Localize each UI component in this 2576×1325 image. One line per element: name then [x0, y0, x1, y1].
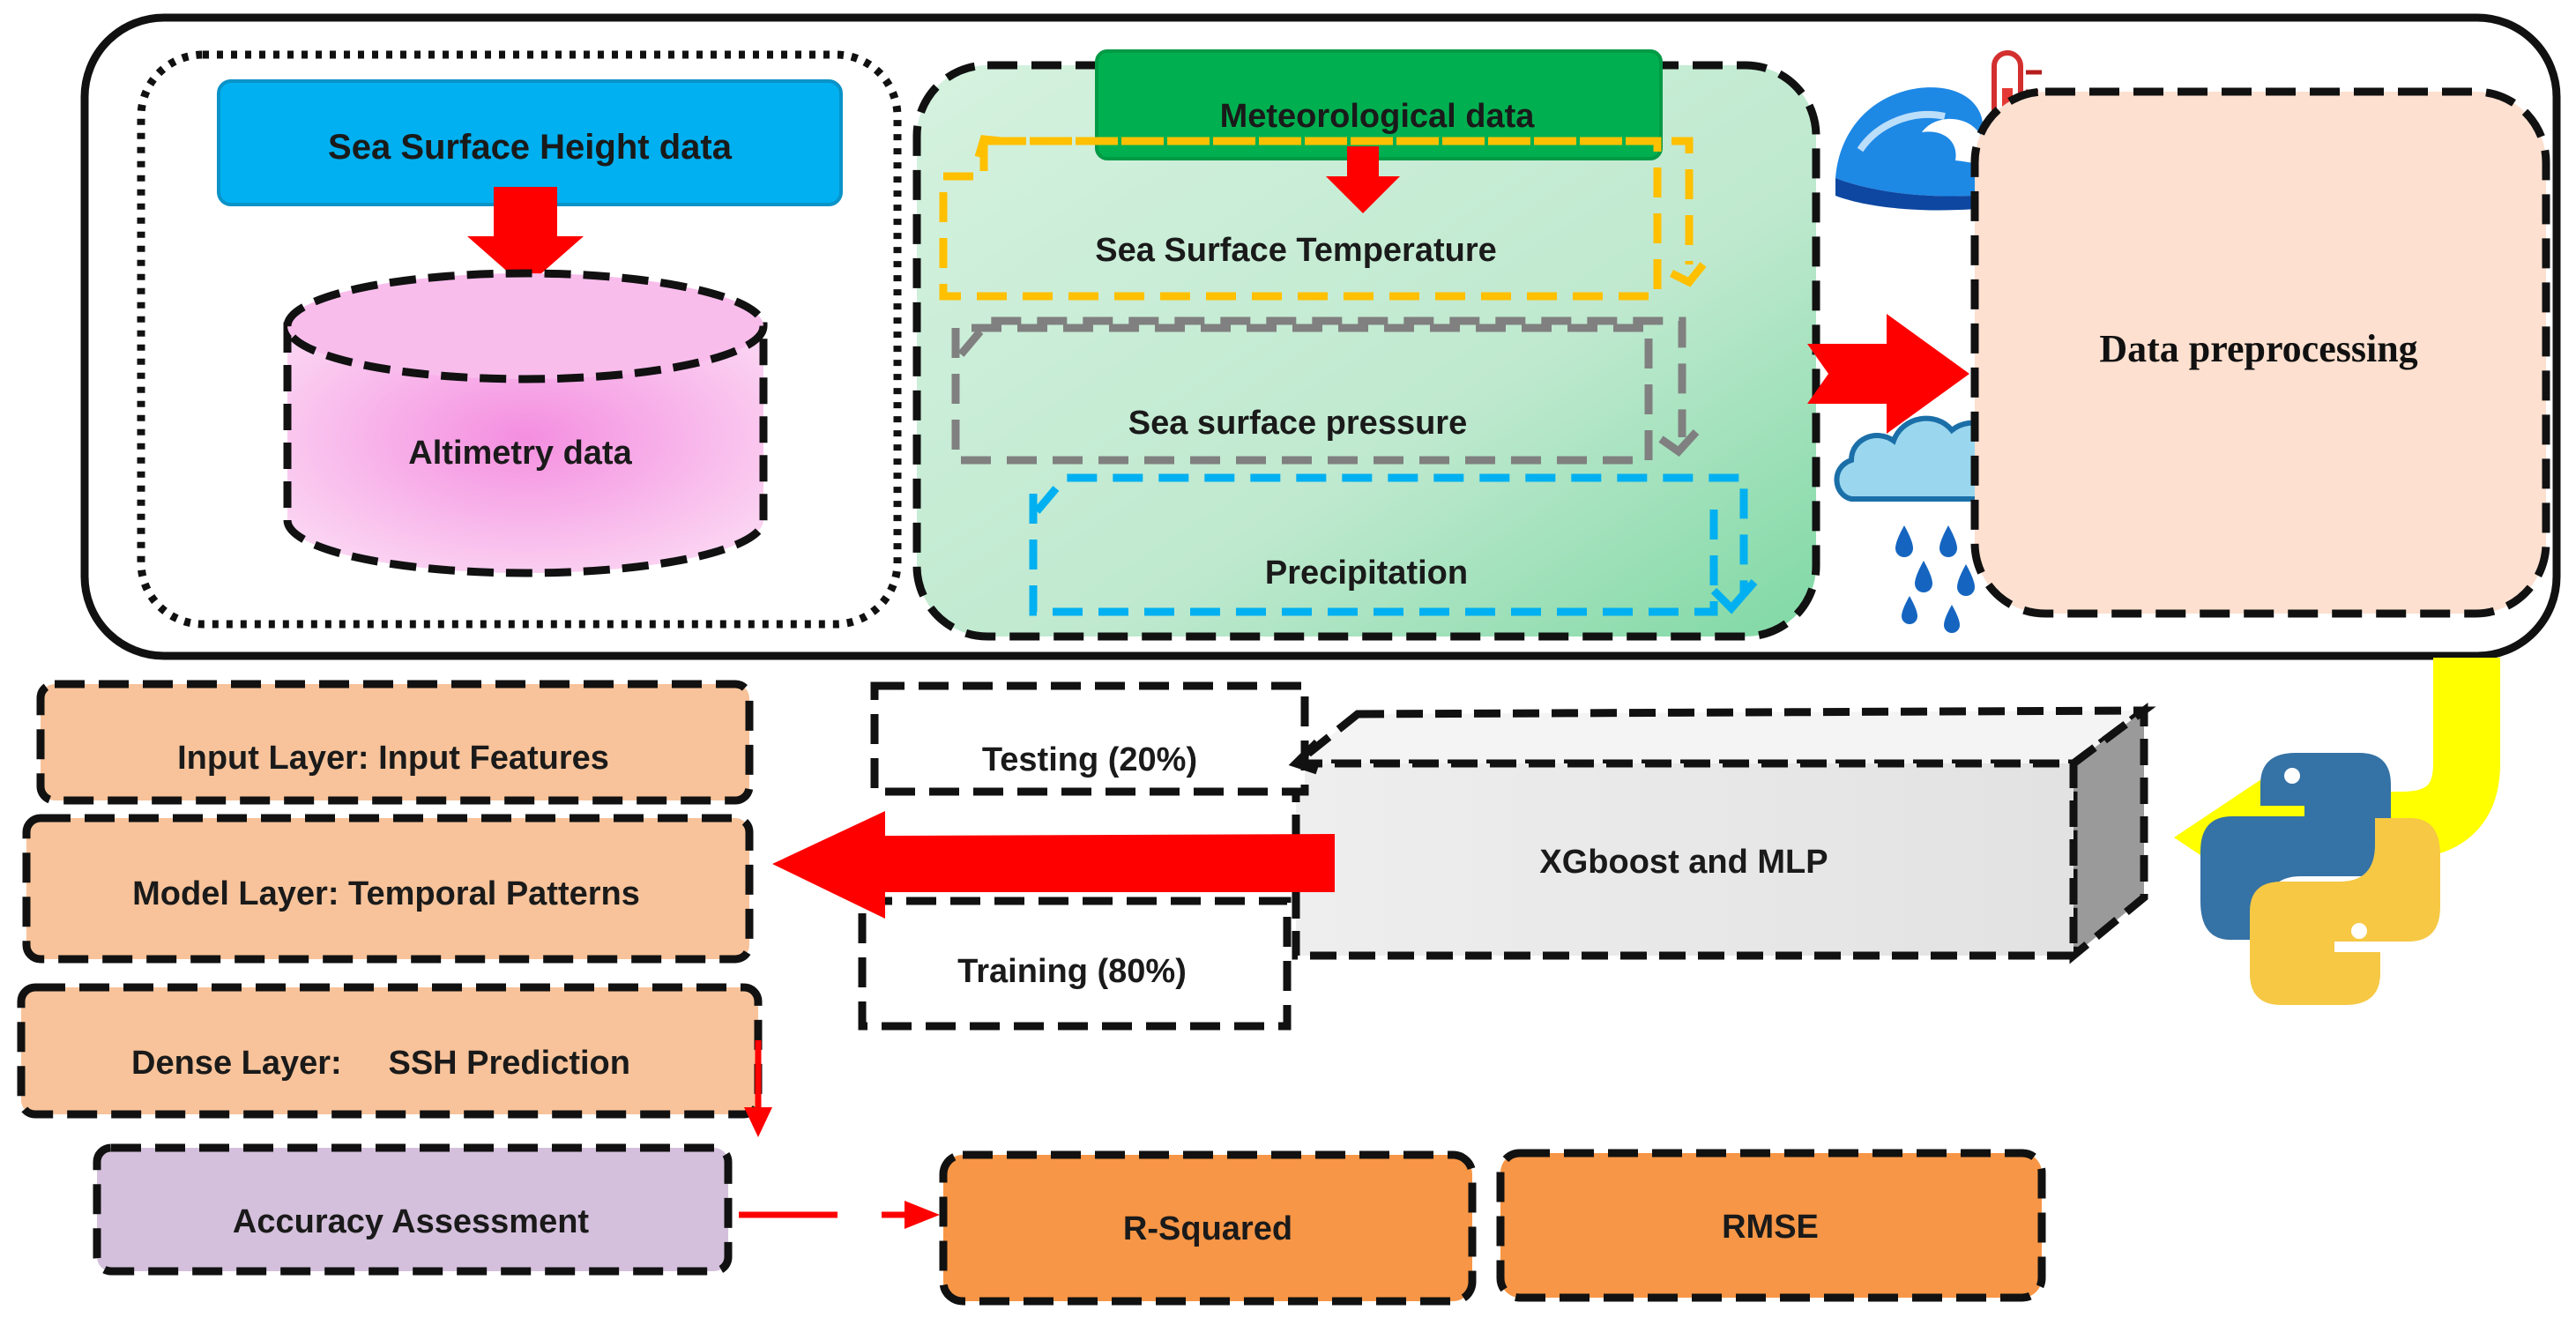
altimetry-cylinder — [283, 269, 768, 577]
training-label: Training (80%) — [957, 953, 1187, 990]
pressure-dashed-loop — [957, 316, 1686, 437]
sst-label: Sea Surface Temperature — [1095, 232, 1497, 269]
testing-arrowhead — [1288, 739, 1321, 775]
precip-dashed-frame — [1029, 494, 1718, 616]
rmse-label: RMSE — [1722, 1209, 1819, 1246]
accuracy-label: Accuracy Assessment — [233, 1203, 590, 1240]
model-layer-box — [22, 814, 754, 964]
pressure-dashed-frame — [951, 324, 1653, 465]
r-squared-box — [939, 1150, 1477, 1306]
model-layer-label: Model Layer: Temporal Patterns — [132, 875, 640, 912]
rmse-box — [1496, 1149, 2046, 1302]
r-squared-label: R-Squared — [1123, 1210, 1292, 1247]
sst-arrowhead-right — [1669, 262, 1707, 287]
meteo-down-arrow — [1326, 146, 1400, 213]
dense-layer-label: Dense Layer: SSH Prediction — [131, 1045, 630, 1082]
sst-dashed-frame — [939, 137, 1662, 301]
ssh-down-arrow — [467, 187, 584, 287]
pressure-arrowhead — [1658, 428, 1700, 457]
sst-arrowhead-top — [974, 135, 1002, 159]
input-layer-label: Input Layer: Input Features — [177, 740, 609, 777]
training-box — [858, 897, 1292, 1031]
model-label: XGboost and MLP — [1539, 844, 1828, 881]
altimetry-label: Altimetry data — [408, 435, 632, 472]
to-preprocessing-arrow — [1807, 314, 1969, 434]
precip-arrowhead — [1710, 579, 1758, 614]
ssh-group-frame — [137, 50, 902, 629]
precip-dashed-loop — [1033, 473, 1748, 596]
meteo-source-label: Meteorological data — [1220, 98, 1536, 135]
testing-box — [870, 681, 1309, 796]
input-layer-box — [36, 680, 754, 805]
ssh-source-label: Sea Surface Height data — [328, 128, 733, 167]
dense-down-arrow — [744, 1040, 772, 1137]
preprocessing-box — [1970, 87, 2550, 618]
accuracy-box — [93, 1143, 733, 1276]
to-layers-arrow — [772, 811, 1335, 919]
sst-dashed-loop — [984, 137, 1694, 264]
preprocessing-label: Data preprocessing — [2099, 327, 2417, 370]
python-logo-icon — [2200, 753, 2440, 1005]
testing-label: Testing (20%) — [982, 741, 1197, 778]
to-metrics-arrow — [739, 1201, 940, 1229]
precip-label: Precipitation — [1265, 555, 1468, 592]
dense-layer-box — [17, 983, 763, 1119]
pressure-label: Sea surface pressure — [1128, 405, 1467, 442]
model-box — [1284, 703, 2156, 964]
